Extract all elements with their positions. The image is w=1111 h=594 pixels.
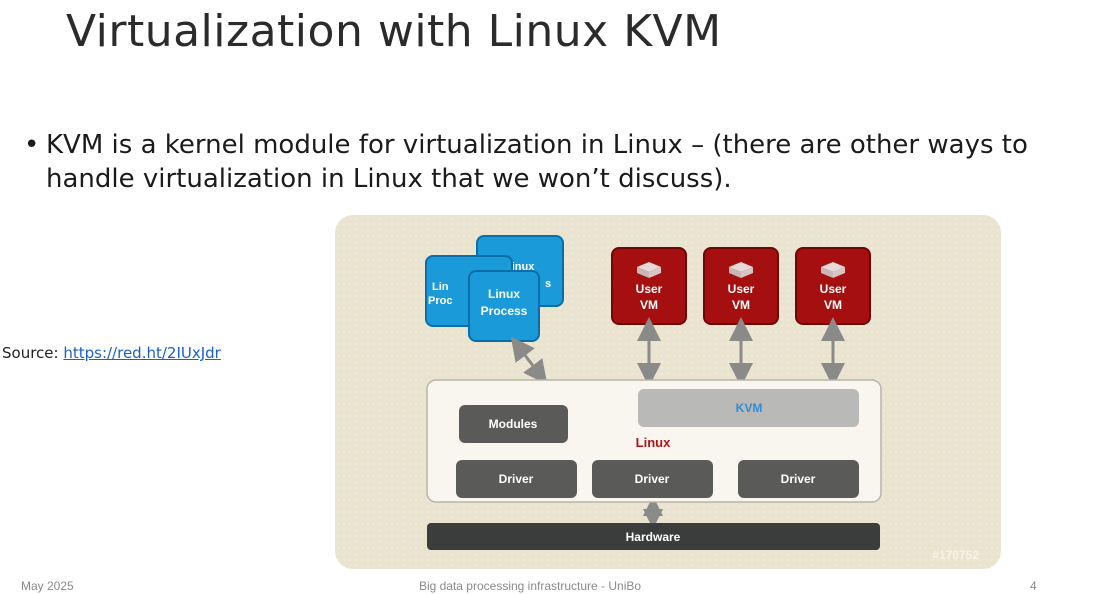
kvm-box — [638, 389, 859, 427]
linux-process-mid-label-2: Proc — [428, 295, 452, 307]
user-vm-3: User VM — [795, 247, 871, 325]
connector-arrows — [510, 317, 845, 529]
arrow-process-kernel — [510, 336, 548, 385]
linux-process-stack: Linux s Lin Proc Linux Process — [425, 235, 564, 342]
driver-label-2: Driver — [635, 472, 670, 486]
server-icon — [729, 262, 753, 278]
user-vm-1: User VM — [611, 247, 687, 325]
bullet-point: • KVM is a kernel module for virtualizat… — [24, 128, 1084, 196]
source-label: Source: — [2, 344, 64, 362]
user-vm-label-1: User — [636, 282, 663, 296]
user-vm-label-2: VM — [640, 298, 658, 312]
footer-date: May 2025 — [21, 579, 74, 593]
modules-label: Modules — [489, 417, 538, 431]
driver-label-3: Driver — [781, 472, 816, 486]
driver-label-1: Driver — [499, 472, 534, 486]
footer-course: Big data processing infrastructure - Uni… — [418, 579, 642, 593]
diagram-svg: Linux s Lin Proc Linux Process User VM — [335, 215, 1001, 569]
source-citation: Source: https://red.ht/2IUxJdr — [2, 344, 221, 362]
linux-process-front-label-2: Process — [481, 304, 528, 318]
server-icon — [637, 262, 661, 278]
source-link[interactable]: https://red.ht/2IUxJdr — [63, 344, 221, 362]
linux-label: Linux — [636, 435, 671, 450]
footer-page-number: 4 — [1030, 579, 1037, 593]
driver-box-3 — [738, 460, 859, 498]
linux-process-back-label-2: s — [545, 278, 551, 290]
kvm-architecture-diagram: Linux s Lin Proc Linux Process User VM — [335, 215, 1001, 569]
linux-process-mid-label-1: Lin — [432, 281, 449, 293]
user-vm-2: User VM — [703, 247, 779, 325]
driver-box-1 — [456, 460, 577, 498]
bullet-marker: • — [24, 130, 40, 160]
user-vm-label-1: User — [820, 282, 847, 296]
driver-box-2 — [592, 460, 713, 498]
user-vm-label-2: VM — [824, 298, 842, 312]
user-vm-label-2: VM — [732, 298, 750, 312]
bullet-text: KVM is a kernel module for virtualizatio… — [46, 130, 1028, 194]
slide-title: Virtualization with Linux KVM — [66, 6, 722, 57]
linux-process-box-front — [468, 270, 540, 342]
user-vm-label-1: User — [728, 282, 755, 296]
modules-box — [459, 405, 568, 443]
hardware-label: Hardware — [626, 530, 681, 544]
server-icon — [821, 262, 845, 278]
hardware-bar — [427, 523, 880, 550]
figure-id: #170752 — [932, 548, 979, 562]
linux-process-front-label-1: Linux — [488, 287, 520, 301]
kvm-label: KVM — [736, 401, 763, 415]
